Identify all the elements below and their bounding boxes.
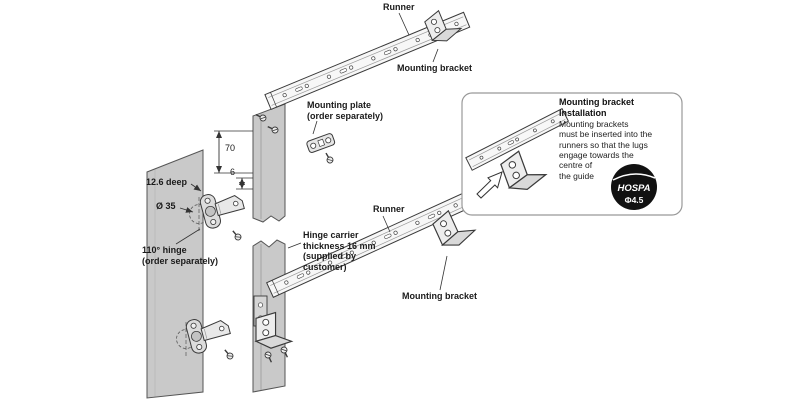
door-panel (146, 149, 204, 399)
label-mounting-bracket-mid: Mounting bracket (402, 291, 478, 301)
label-runner-mid: Runner (373, 204, 405, 214)
label-mounting-plate: Mounting plate (order separately) (307, 100, 384, 121)
label-dim-70: 70 (225, 143, 236, 153)
label-mounting-bracket-top: Mounting bracket (397, 63, 473, 73)
hospa-logo-text: HOSPA (617, 183, 650, 194)
insert-direction-arrow-icon (476, 171, 503, 199)
dim-70-lines (214, 130, 253, 174)
label-dim-6: 6 (230, 167, 236, 177)
callout-box: HOSPA Φ4.5 (461, 92, 683, 216)
depth-arrow (190, 183, 202, 192)
hinge-top (198, 185, 248, 231)
leader-lines (175, 12, 448, 291)
label-runner-top: Runner (383, 2, 415, 12)
hospa-logo-size: Φ4.5 (625, 195, 644, 205)
screw-icon (322, 150, 335, 165)
label-hinge-carrier: Hinge carrier thickness 16 mm (supplied … (303, 230, 376, 272)
dim-6-lines (236, 177, 253, 190)
label-dim-dia: Ø 35 (156, 201, 176, 211)
screw-icon (229, 228, 243, 242)
dia-arrow (179, 207, 194, 213)
hinge-carrier-panel (252, 103, 286, 393)
mounting-plate-part (306, 133, 336, 153)
carrier-bottom-hardware (253, 295, 293, 349)
hospa-logo: HOSPA Φ4.5 (611, 164, 657, 210)
label-110-hinge: 110° hinge (order separately) (142, 245, 219, 266)
label-dim-depth: 12.6 deep (146, 177, 188, 187)
callout-body: Mounting brackets must be inserted into … (559, 119, 653, 181)
callout-title: Mounting bracket Installation (559, 97, 635, 118)
screw-icon (221, 347, 235, 361)
